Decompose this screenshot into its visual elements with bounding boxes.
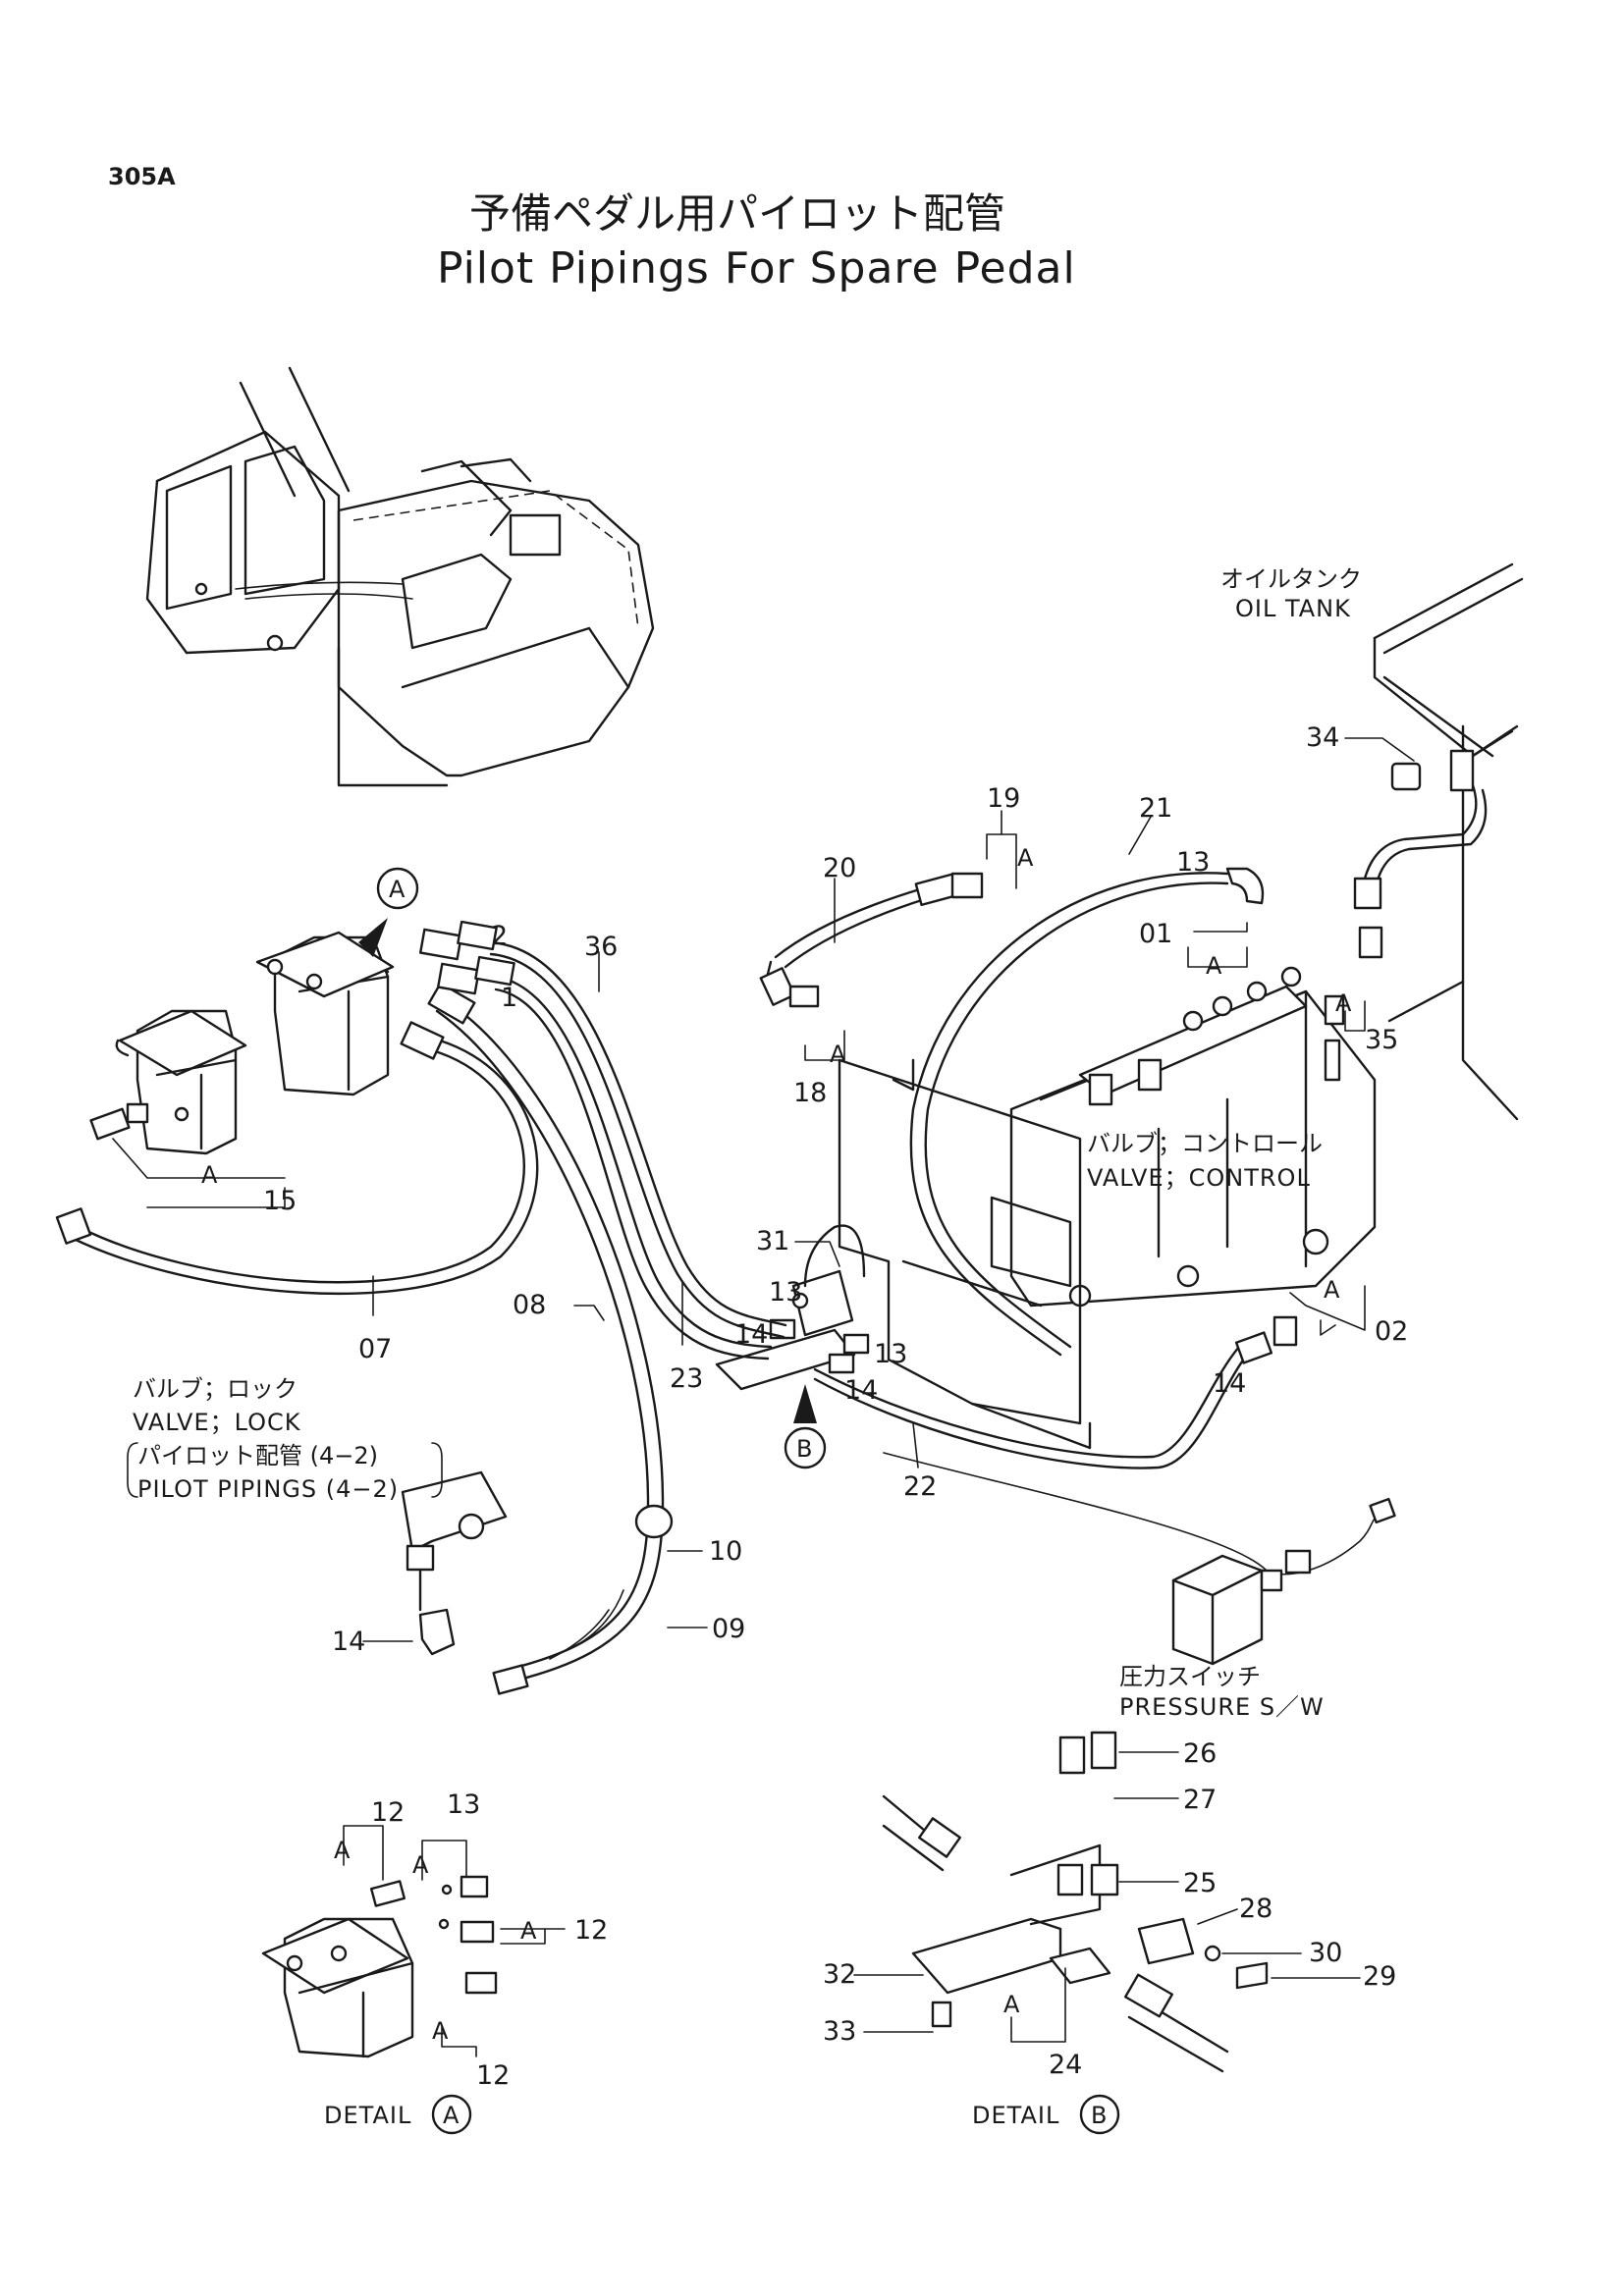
- title-english: Pilot Pipings For Spare Pedal: [437, 243, 1076, 294]
- part-label-30: 30: [1309, 1938, 1342, 1968]
- pressure-switch-label-jp: 圧力スイッチ: [1119, 1663, 1261, 1690]
- valve-lock-label-en: VALVE；LOCK: [133, 1409, 301, 1436]
- spare-pedal-illustration: [255, 931, 395, 1096]
- part-label-13-b2: 13: [874, 1339, 907, 1369]
- part-label-21: 21: [1139, 793, 1172, 824]
- part-label-34: 34: [1306, 722, 1339, 753]
- part-label-14-lock: 14: [332, 1627, 365, 1657]
- hose-end-label-2: 2: [491, 921, 508, 951]
- part-label-26: 26: [1183, 1738, 1217, 1769]
- callout-b-letter: B: [796, 1435, 813, 1463]
- callout-a-13-detail: A: [412, 1851, 429, 1879]
- clamp-10: [634, 1504, 674, 1539]
- arrow-a: [358, 918, 388, 957]
- part-label-13-top: 13: [1176, 847, 1210, 878]
- callout-a-35: A: [1335, 989, 1352, 1017]
- part-label-12-bottom: 12: [476, 2060, 510, 2091]
- callout-a-24: A: [1003, 1991, 1020, 2018]
- part-label-22: 22: [903, 1471, 937, 1502]
- part-label-23: 23: [670, 1363, 703, 1394]
- callout-a-12-top: A: [334, 1837, 351, 1864]
- hose-07: [77, 1048, 525, 1284]
- excavator-overview-illustration: [145, 366, 655, 787]
- part-label-01: 01: [1139, 919, 1172, 949]
- part-label-14-b2: 14: [844, 1375, 878, 1406]
- page-code: 305A: [108, 163, 176, 190]
- callout-a-18: A: [830, 1041, 846, 1068]
- pressure-switch-illustration: [1171, 1549, 1312, 1666]
- valve-control-label-jp: バルブ；コントロール: [1087, 1130, 1323, 1157]
- part-label-32: 32: [823, 1959, 856, 1990]
- part-label-13-b1: 13: [769, 1277, 802, 1308]
- part-label-28: 28: [1239, 1894, 1272, 1924]
- hose-20: [774, 877, 974, 959]
- valve-control-label-en: VALVE；CONTROL: [1087, 1164, 1311, 1192]
- part-label-20: 20: [823, 853, 856, 883]
- part-label-12-top: 12: [371, 1797, 405, 1828]
- part-label-31: 31: [756, 1226, 789, 1256]
- detail-b-illustration: [882, 1731, 1269, 2073]
- callout-a-12-right: A: [520, 1917, 537, 1945]
- mounting-bracket: [838, 1058, 1082, 1425]
- part-label-10: 10: [709, 1536, 742, 1567]
- part-label-08: 08: [513, 1290, 546, 1320]
- callout-a-19: A: [1017, 844, 1034, 872]
- part-label-35: 35: [1365, 1025, 1398, 1055]
- lock-valve-illustration: [401, 1470, 508, 1656]
- detail-a-caption: DETAIL: [324, 2102, 411, 2129]
- fitting-callout-letters: A A A A A A A A A A A: [201, 844, 1352, 2045]
- hose-22: [813, 1353, 1249, 1469]
- callout-a-01: A: [1206, 952, 1222, 980]
- detail-b-letter: B: [1091, 2102, 1108, 2129]
- title-japanese: 予備ペダル用パイロット配管: [469, 189, 1005, 238]
- part-label-25: 25: [1183, 1868, 1217, 1898]
- leader-lines: [112, 737, 1415, 2057]
- part-label-27: 27: [1183, 1785, 1217, 1815]
- part-label-14-right: 14: [1213, 1368, 1246, 1399]
- detail-a-letter: A: [443, 2102, 460, 2129]
- arrow-b: [793, 1384, 817, 1423]
- part-label-24: 24: [1049, 2050, 1082, 2080]
- part-label-15: 15: [263, 1186, 297, 1216]
- part-label-07: 07: [358, 1334, 392, 1364]
- part-label-33: 33: [823, 2016, 856, 2047]
- detail-b-caption: DETAIL: [972, 2102, 1059, 2129]
- detail-b-circle: [1079, 2094, 1120, 2135]
- hose-08: [435, 1009, 650, 1671]
- oil-tank-label-en: OIL TANK: [1235, 595, 1351, 622]
- detail-a-circle: [431, 2094, 472, 2135]
- part-label-12-right: 12: [574, 1915, 608, 1946]
- part-label-36: 36: [584, 932, 618, 962]
- pressure-switch-label-en: PRESSURE S／W: [1119, 1693, 1325, 1721]
- pilot-pipings-ref-en: PILOT PIPINGS (4−2): [137, 1475, 399, 1503]
- hose-end-label-1: 1: [501, 983, 517, 1013]
- detail-a-illustration: [261, 1875, 498, 2058]
- pilot-pipings-ref-jp: パイロット配管 (4−2): [137, 1442, 378, 1469]
- oil-tank-label-jp: オイルタンク: [1220, 565, 1362, 593]
- junction-block-b: [715, 1224, 870, 1391]
- callout-a-15: A: [201, 1161, 218, 1189]
- part-label-19: 19: [987, 783, 1020, 814]
- part-label-29: 29: [1363, 1961, 1396, 1992]
- part-label-18: 18: [793, 1078, 827, 1108]
- callout-circle-a: [376, 867, 419, 910]
- hose-23: [494, 975, 773, 1349]
- part-label-14-b1: 14: [734, 1319, 768, 1350]
- callout-a-02: A: [1324, 1276, 1340, 1304]
- part-label-13-detail: 13: [447, 1789, 480, 1820]
- callout-a-letter: A: [389, 876, 406, 903]
- part-label-09: 09: [712, 1614, 745, 1644]
- valve-lock-label-jp: バルブ；ロック: [133, 1375, 298, 1403]
- callout-a-12-bottom: A: [432, 2017, 449, 2045]
- part-number-labels: 34 19 21 20 13 01 35 18 36 2 1 15 07 08 …: [263, 722, 1408, 2091]
- hose-36: [489, 940, 787, 1327]
- callout-circle-b: [784, 1426, 827, 1469]
- hose-21: [909, 872, 1229, 1357]
- part-label-02: 02: [1375, 1316, 1408, 1347]
- oil-tank-illustration: [1373, 562, 1524, 1121]
- existing-pedal-illustration: [115, 1009, 247, 1155]
